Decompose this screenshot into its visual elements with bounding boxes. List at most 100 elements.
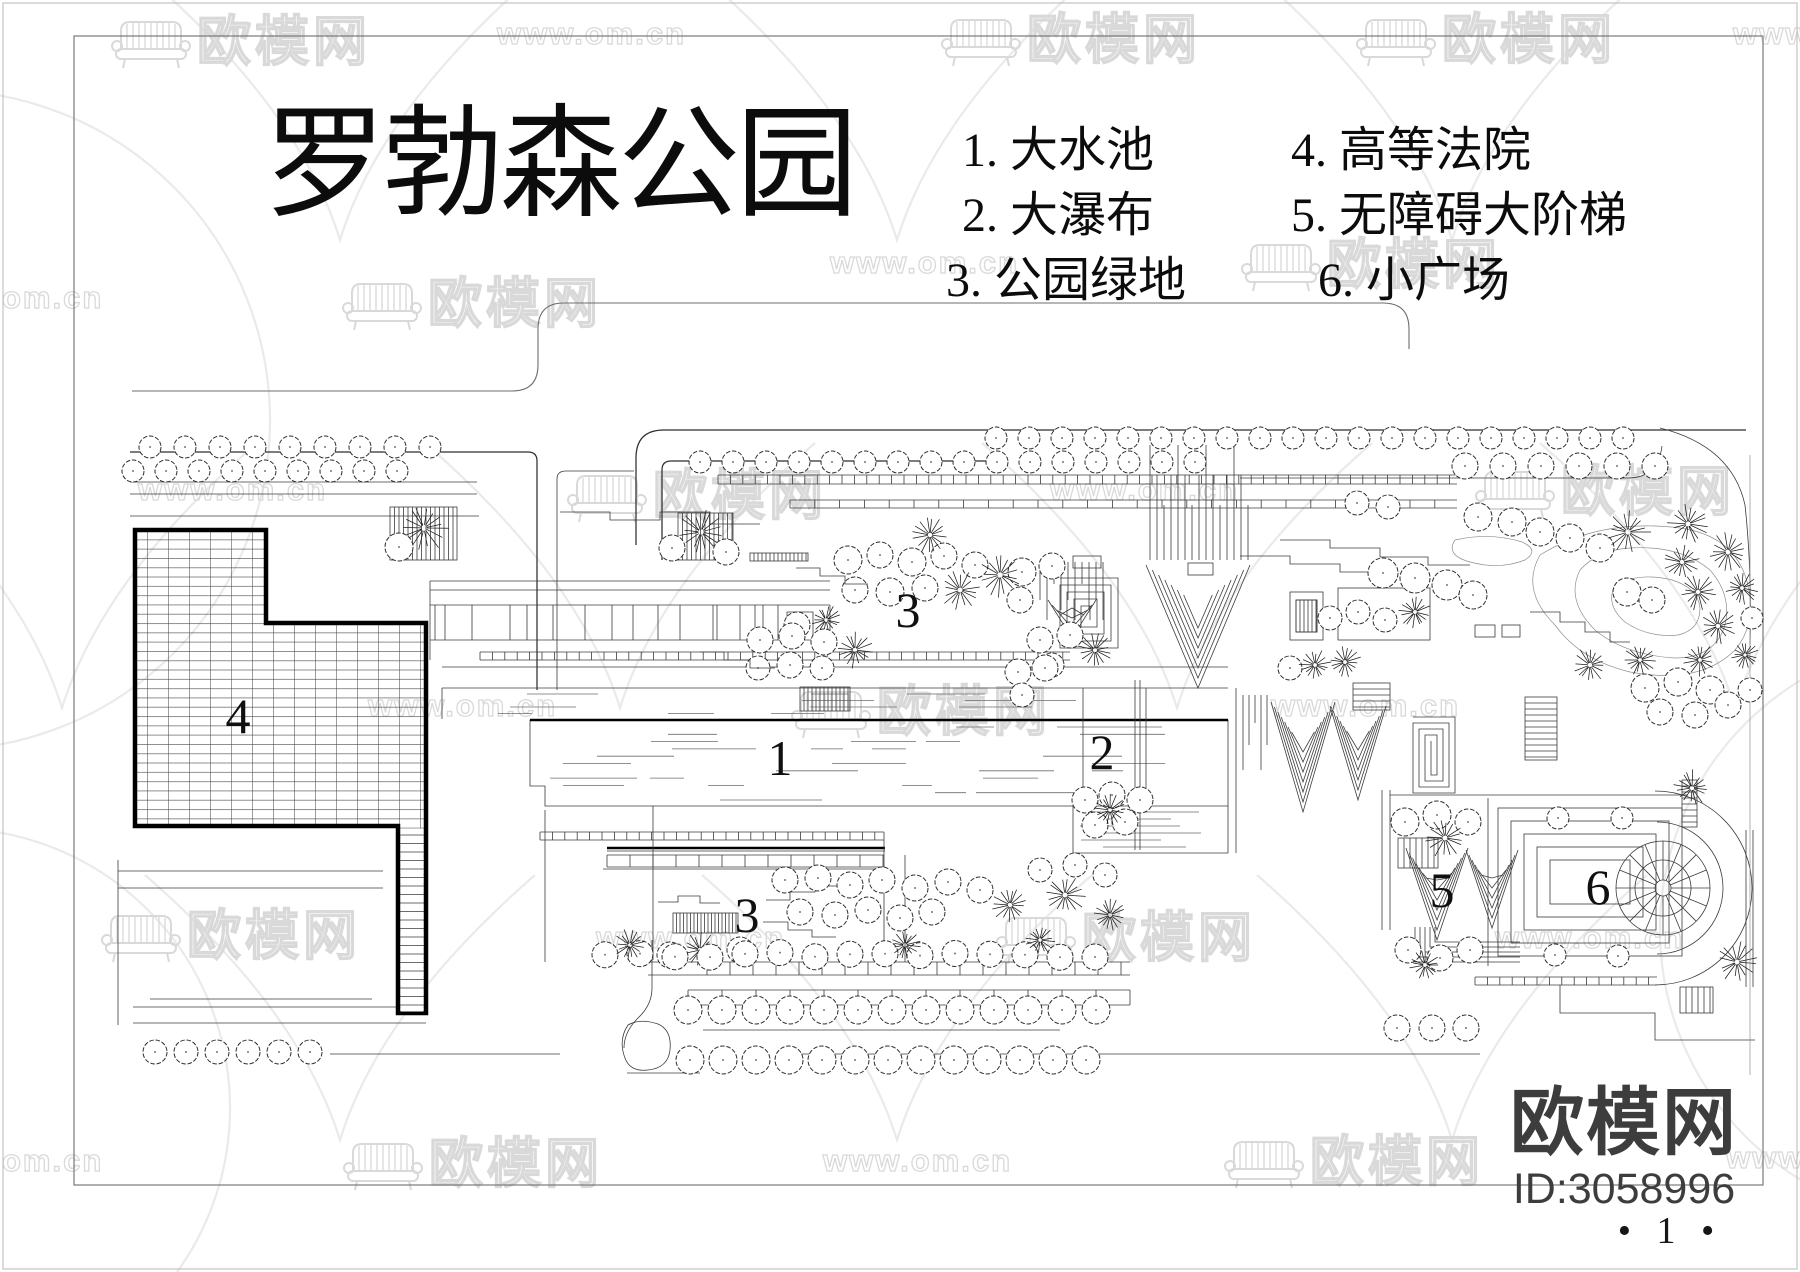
tree-center-dot	[1095, 1009, 1097, 1011]
tree-center-dot	[1709, 689, 1711, 691]
tree-center-dot	[254, 446, 256, 448]
tree-center-dot	[1356, 502, 1358, 504]
tree-center-dot	[1044, 667, 1046, 669]
conifer-tree-icon	[944, 571, 980, 610]
tree-center-dot	[1490, 437, 1492, 439]
tree-center-dot	[247, 1051, 249, 1053]
tree-center-dot	[1414, 577, 1416, 579]
tree-center-dot	[1654, 465, 1656, 467]
paving-ticks	[717, 475, 1450, 484]
tree-center-dot	[1128, 461, 1130, 463]
watermark-logo: 欧模网	[101, 905, 361, 967]
tree-center-dot	[1424, 437, 1426, 439]
tree-center-dot	[889, 591, 891, 593]
watermark-logo-text: 欧模网	[1442, 10, 1616, 70]
tree-center-dot	[799, 911, 801, 913]
tree-center-dot	[1085, 1059, 1087, 1061]
cascade-chevron	[1277, 711, 1329, 794]
watermark-logo-text: 欧模网	[197, 12, 371, 72]
legend-item-court: 4. 高等法院	[1291, 124, 1532, 177]
model-id: ID:3058996	[1512, 1165, 1736, 1213]
cad-rect	[1352, 682, 1391, 711]
waterfall-comb	[1242, 695, 1268, 770]
stepped-corner	[1414, 927, 1520, 963]
conifer-tree-icon	[981, 555, 1020, 598]
tree-center-dot	[823, 641, 825, 643]
tree-center-dot	[1465, 1027, 1467, 1029]
tree-center-dot	[219, 446, 221, 448]
road-edge	[556, 470, 634, 690]
tree-center-dot	[1457, 437, 1459, 439]
tree-center-dot	[959, 1009, 961, 1011]
tree-center-dot	[1569, 537, 1571, 539]
tree-center-dot	[1021, 571, 1023, 573]
inner-border	[73, 35, 1764, 1186]
cascade-chevron	[1474, 864, 1510, 899]
tree-center-dot	[1469, 949, 1471, 951]
stepped-corner	[1419, 927, 1520, 958]
tree-center-dot	[1019, 1059, 1021, 1061]
tree-center-dot	[765, 461, 767, 463]
conifer-tree-icon	[1409, 951, 1439, 979]
conifer-tree-icon	[679, 510, 722, 553]
tree-center-dot	[1396, 1027, 1398, 1029]
tree-center-dot	[943, 555, 945, 557]
ladder-strip	[1525, 702, 1557, 758]
waterfall-comb	[1149, 445, 1249, 560]
tree-center-dot	[954, 952, 956, 955]
conifer-tree-icon	[1624, 646, 1656, 675]
tree-center-dot	[925, 1009, 927, 1011]
tree-center-dot	[1467, 821, 1469, 823]
cad-rect	[389, 506, 458, 561]
hatch-strip	[753, 553, 807, 561]
tree-center-dot	[755, 1059, 757, 1061]
tree-center-dot	[1111, 794, 1113, 796]
tree-center-dot	[1094, 956, 1096, 959]
tree-center-dot	[1621, 817, 1623, 819]
tree-center-dot	[1578, 465, 1580, 467]
cascade-chevron	[1170, 584, 1226, 650]
legend-column-2: 4. 高等法院 5. 无障碍大阶梯 6. 小广场	[1291, 118, 1627, 313]
stepped-corner	[1434, 927, 1520, 943]
tree-center-dot	[725, 551, 727, 553]
watermark-url: om.cn	[2, 1143, 103, 1178]
conifer-tree-icon	[1667, 503, 1708, 543]
tree-center-dot	[881, 879, 883, 881]
cascade-chevron	[1336, 715, 1380, 782]
tree-center-dot	[429, 446, 431, 448]
cad-path	[658, 895, 720, 904]
tree-center-dot	[604, 953, 606, 956]
paving-ticks	[539, 832, 876, 840]
tree-center-dot	[394, 446, 396, 448]
tree-center-dot	[687, 1009, 689, 1011]
organic-blob	[621, 1020, 671, 1071]
tree-center-dot	[1193, 437, 1195, 439]
tree-center-dot	[1325, 437, 1327, 439]
tree-center-dot	[363, 470, 365, 472]
tree-center-dot	[755, 1009, 757, 1011]
cad-rect	[1474, 624, 1496, 638]
plaza-arc	[1654, 790, 1753, 986]
cascade-chevron	[1158, 574, 1238, 670]
tree-center-dot	[847, 559, 849, 561]
conifer-tree-icon	[1574, 649, 1604, 680]
tree-center-dot	[791, 635, 793, 637]
conifer-tree-icon	[1683, 646, 1713, 677]
tree-center-dot	[1094, 437, 1096, 439]
watermark-logo-text: 欧模网	[187, 906, 361, 966]
cad-path	[1559, 985, 1607, 1014]
tree-center-dot	[953, 1059, 955, 1061]
stepped-corner	[1429, 927, 1520, 948]
cad-path	[796, 567, 868, 585]
tree-center-dot	[324, 446, 326, 448]
tree-center-dot	[1094, 824, 1096, 826]
conifer-tree-icon	[912, 517, 947, 553]
tree-center-dot	[864, 461, 866, 463]
tree-center-dot	[1194, 461, 1196, 463]
tree-center-dot	[732, 461, 734, 463]
conifer-tree-icon	[1330, 646, 1361, 677]
tree-center-dot	[1226, 437, 1228, 439]
cascade-chevron	[1468, 854, 1516, 920]
